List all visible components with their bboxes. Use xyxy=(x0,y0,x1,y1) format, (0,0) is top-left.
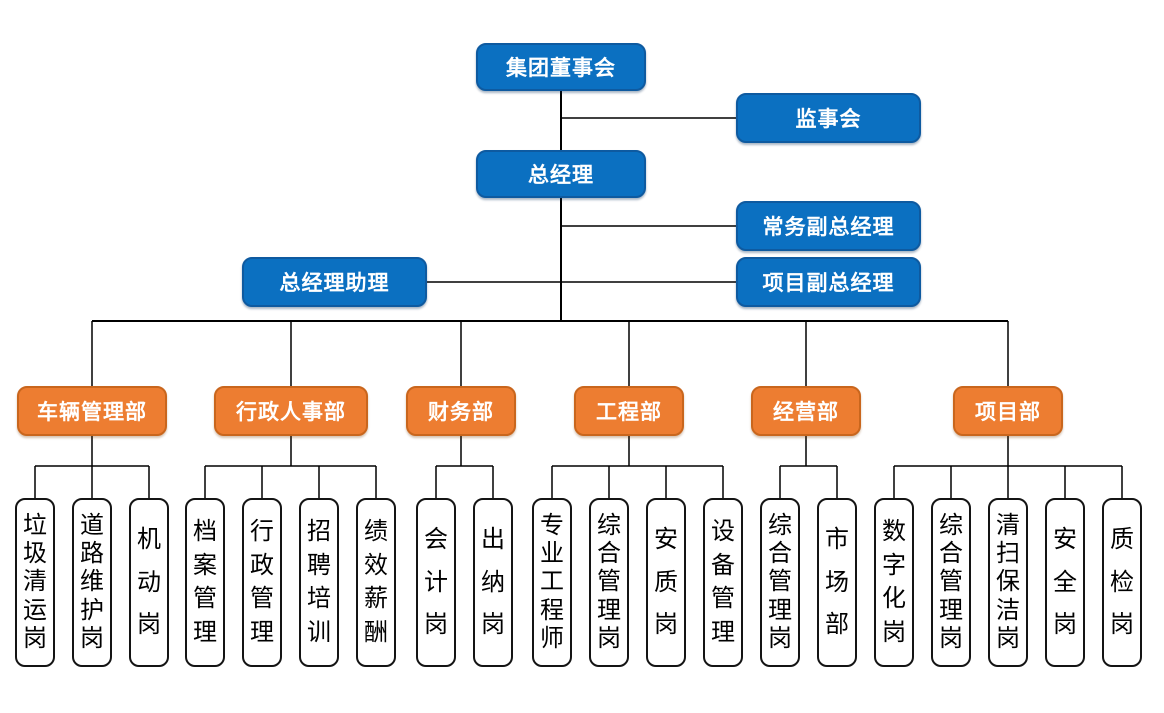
post-node: 专业工程师 xyxy=(532,498,572,667)
post-node: 安质岗 xyxy=(646,498,686,667)
admin-hr-dept-node: 行政人事部 xyxy=(214,386,368,436)
finance-dept-node: 财务部 xyxy=(406,386,516,436)
post-node: 质检岗 xyxy=(1102,498,1142,667)
post-node: 垃圾清运岗 xyxy=(15,498,55,667)
post-node: 出纳岗 xyxy=(473,498,513,667)
post-node: 综合管理岗 xyxy=(760,498,800,667)
post-node: 档案管理 xyxy=(185,498,225,667)
post-node: 绩效薪酬 xyxy=(356,498,396,667)
board-of-directors-node: 集团董事会 xyxy=(476,43,646,91)
post-node: 数字化岗 xyxy=(874,498,914,667)
gm-assistant-node: 总经理助理 xyxy=(242,257,427,307)
post-node: 综合管理岗 xyxy=(931,498,971,667)
operations-dept-node: 经营部 xyxy=(751,386,861,436)
post-node: 设备管理 xyxy=(703,498,743,667)
post-node: 清扫保洁岗 xyxy=(988,498,1028,667)
post-node: 招聘培训 xyxy=(299,498,339,667)
post-node: 市场部 xyxy=(817,498,857,667)
post-node: 会计岗 xyxy=(416,498,456,667)
executive-deputy-gm-node: 常务副总经理 xyxy=(736,201,921,251)
post-node: 综合管理岗 xyxy=(589,498,629,667)
post-node: 行政管理 xyxy=(242,498,282,667)
post-node: 机动岗 xyxy=(129,498,169,667)
post-node: 安全岗 xyxy=(1045,498,1085,667)
general-manager-node: 总经理 xyxy=(476,150,646,198)
project-dept-node: 项目部 xyxy=(953,386,1063,436)
supervisory-board-node: 监事会 xyxy=(736,93,921,143)
vehicle-management-dept-node: 车辆管理部 xyxy=(17,386,167,436)
post-node: 道路维护岗 xyxy=(72,498,112,667)
engineering-dept-node: 工程部 xyxy=(574,386,684,436)
project-deputy-gm-node: 项目副总经理 xyxy=(736,257,921,307)
